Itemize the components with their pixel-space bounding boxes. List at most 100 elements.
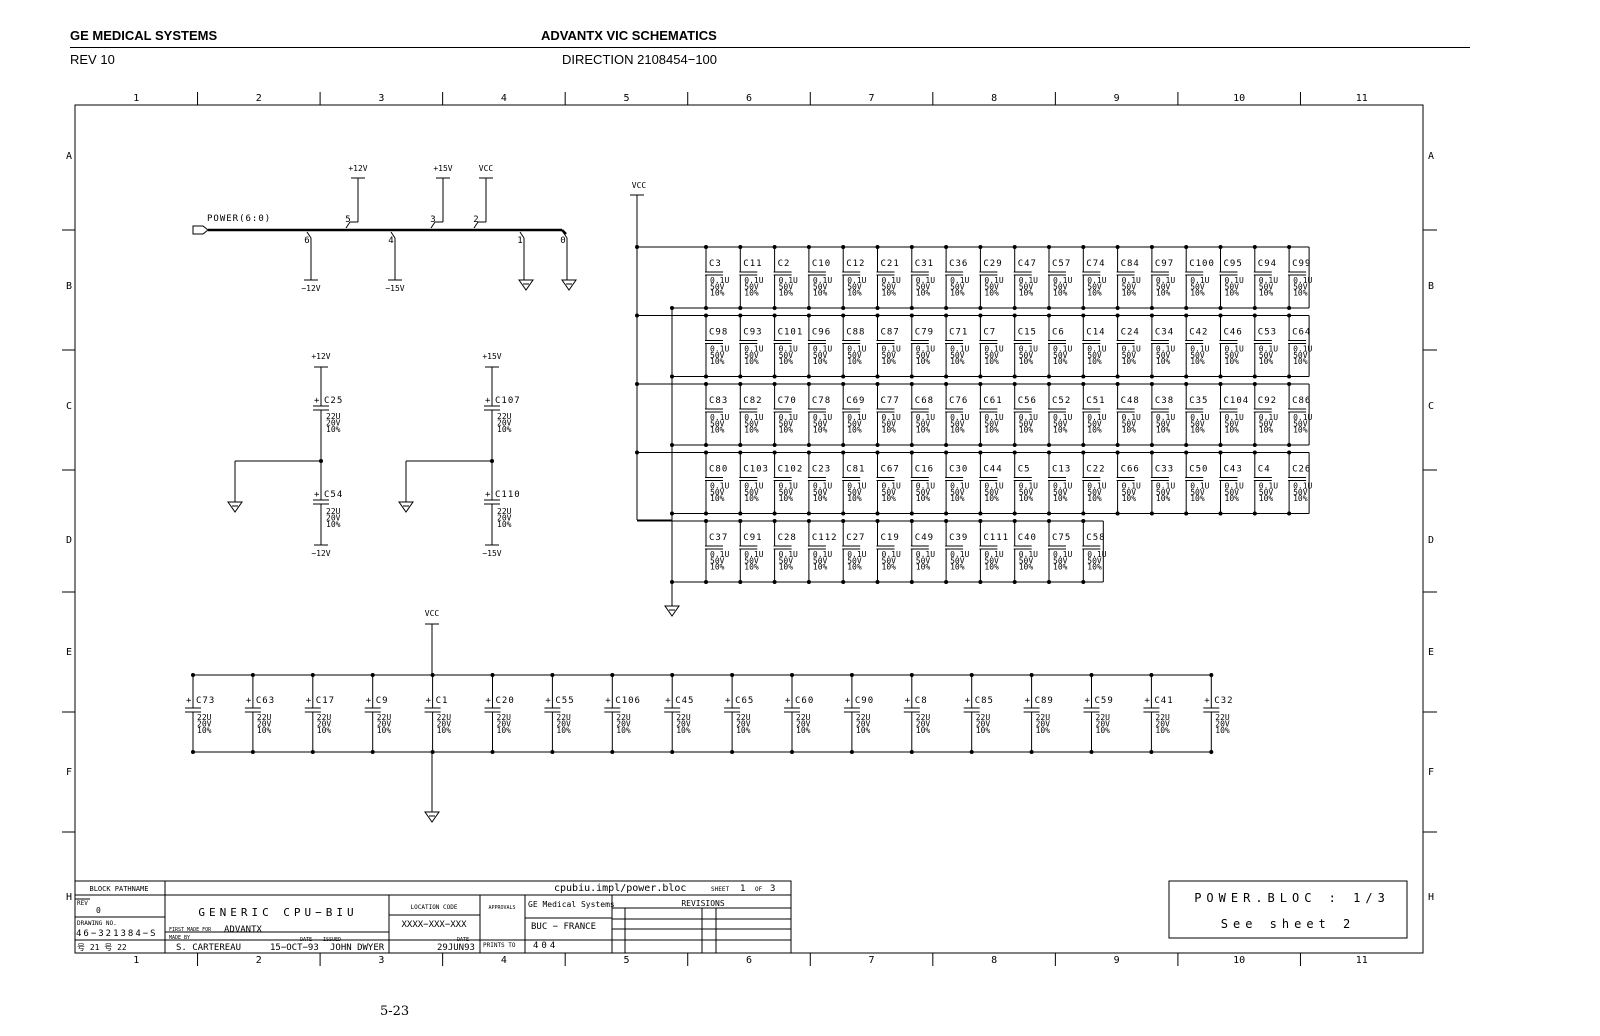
junction-dot bbox=[944, 306, 949, 310]
capacitor-ref: C23 bbox=[812, 465, 831, 475]
header-rule bbox=[70, 47, 1470, 48]
capacitor-value: 10% bbox=[813, 494, 828, 503]
capacitor-value: 10% bbox=[779, 426, 794, 435]
capacitor-value: 50V bbox=[744, 351, 759, 360]
capacitor-ref: C90 bbox=[855, 696, 874, 706]
junction-dot bbox=[978, 382, 983, 386]
junction-dot bbox=[909, 374, 914, 379]
junction-dot bbox=[978, 313, 983, 318]
capacitor-value: 20V bbox=[317, 720, 332, 729]
capacitor-ref: C78 bbox=[812, 396, 831, 406]
capacitor-value: 10% bbox=[1019, 563, 1034, 572]
capacitor-value: 0.1U bbox=[710, 482, 729, 491]
pin-number: 1 bbox=[517, 236, 522, 246]
junction-dot bbox=[909, 245, 914, 249]
column-marker: 4 bbox=[501, 955, 507, 966]
capacitor-ref: C110 bbox=[495, 490, 521, 500]
capacitor-value: 0.1U bbox=[950, 550, 969, 559]
capacitor-value: 10% bbox=[1190, 426, 1205, 435]
capacitor-value: 50V bbox=[1122, 351, 1137, 360]
capacitor-ref: C89 bbox=[1035, 696, 1054, 706]
capacitor-ref: C22 bbox=[1086, 465, 1105, 475]
capacitor-ref: C41 bbox=[1154, 696, 1173, 706]
net-label: −12V bbox=[311, 549, 330, 558]
junction-dot bbox=[704, 313, 708, 318]
junction-dot bbox=[250, 750, 255, 754]
capacitor-ref: C92 bbox=[1258, 396, 1277, 406]
junction-dot bbox=[610, 750, 615, 754]
capacitor-value: 0.1U bbox=[950, 482, 969, 491]
capacitor-value: 0.1U bbox=[710, 550, 729, 559]
capacitor-value: 50V bbox=[1225, 282, 1240, 291]
ground-symbol bbox=[227, 501, 243, 513]
capacitor-value: 50V bbox=[1087, 282, 1102, 291]
capacitor-ref: C93 bbox=[743, 328, 762, 338]
junction-dot bbox=[310, 750, 315, 754]
capacitor-value: 22U bbox=[796, 713, 811, 722]
capacitor-value: 50V bbox=[1019, 488, 1034, 497]
capacitor-value: 0.1U bbox=[1053, 413, 1072, 422]
prints-to-label: PRINTS TO bbox=[483, 942, 516, 949]
column-marker: 2 bbox=[256, 955, 262, 966]
capacitor-value: 22U bbox=[556, 713, 571, 722]
junction-dot bbox=[806, 313, 811, 318]
capacitor-value: 50V bbox=[847, 351, 862, 360]
revision-label: REV 10 bbox=[70, 52, 115, 67]
junction-dot bbox=[1209, 750, 1214, 754]
junction-dot bbox=[1252, 443, 1257, 447]
direction-number: DIRECTION 2108454−100 bbox=[562, 52, 718, 67]
junction-dot bbox=[610, 673, 615, 677]
junction-dot bbox=[704, 382, 708, 386]
document-title: ADVANTX VIC SCHEMATICS bbox=[541, 28, 717, 43]
capacitor-value: 20V bbox=[497, 720, 512, 729]
capacitor-ref: C88 bbox=[846, 328, 865, 338]
capacitor-value: 22U bbox=[856, 713, 871, 722]
polarity-mark: + bbox=[1085, 696, 1091, 706]
junction-dot bbox=[909, 443, 914, 447]
capacitor-value: 0.1U bbox=[950, 276, 969, 285]
capacitor-value: 10% bbox=[1156, 494, 1171, 503]
capacitor-ref: C95 bbox=[1224, 259, 1243, 269]
capacitor-value: 0.1U bbox=[1156, 345, 1175, 354]
capacitor-value: 10% bbox=[497, 520, 512, 529]
capacitor-ref: C91 bbox=[743, 533, 762, 543]
junction-dot bbox=[772, 245, 777, 249]
capacitor-value: 50V bbox=[813, 556, 828, 565]
capacitor-value: 50V bbox=[950, 351, 965, 360]
capacitor-value: 10% bbox=[813, 289, 828, 298]
capacitor-value: 10% bbox=[813, 357, 828, 366]
polarity-mark: + bbox=[366, 696, 372, 706]
capacitor-value: 0.1U bbox=[1019, 482, 1038, 491]
capacitor-ref: C86 bbox=[1292, 396, 1311, 406]
junction-dot bbox=[1115, 511, 1120, 516]
junction-dot bbox=[1012, 580, 1017, 584]
junction-dot bbox=[806, 306, 811, 310]
capacitor-value: 50V bbox=[710, 419, 725, 428]
capacitor-value: 0.1U bbox=[779, 550, 798, 559]
junction-dot bbox=[738, 511, 743, 516]
junction-dot bbox=[1218, 245, 1223, 249]
capacitor-value: 0.1U bbox=[916, 413, 935, 422]
drawing-title: GENERIC CPU−BIU bbox=[198, 906, 357, 919]
capacitor-ref: C29 bbox=[983, 259, 1002, 269]
column-marker: 1 bbox=[133, 93, 139, 104]
polarity-mark: + bbox=[1204, 696, 1210, 706]
capacitor-value: 50V bbox=[813, 282, 828, 291]
capacitor-value: 50V bbox=[882, 351, 897, 360]
junction-dot bbox=[704, 511, 708, 516]
junction-dot bbox=[1012, 374, 1017, 379]
capacitor-value: 0.1U bbox=[950, 413, 969, 422]
capacitor-value: 20V bbox=[1096, 720, 1111, 729]
capacitor-ref: C82 bbox=[743, 396, 762, 406]
capacitor-ref: C54 bbox=[324, 490, 343, 500]
capacitor-value: 20V bbox=[377, 720, 392, 729]
capacitor-value: 50V bbox=[916, 556, 931, 565]
junction-dot bbox=[1047, 519, 1051, 523]
bottom-capacitor-bank: VCC+C7322U20V10%+C6322U20V10%+C1722U20V1… bbox=[185, 609, 1233, 823]
capacitor-ref: C73 bbox=[196, 696, 215, 706]
junction-dot bbox=[1089, 673, 1094, 677]
capacitor-value: 0.1U bbox=[1293, 413, 1312, 422]
capacitor-ref: C63 bbox=[256, 696, 275, 706]
capacitor-ref: C33 bbox=[1155, 465, 1174, 475]
junction-dot bbox=[670, 673, 675, 677]
